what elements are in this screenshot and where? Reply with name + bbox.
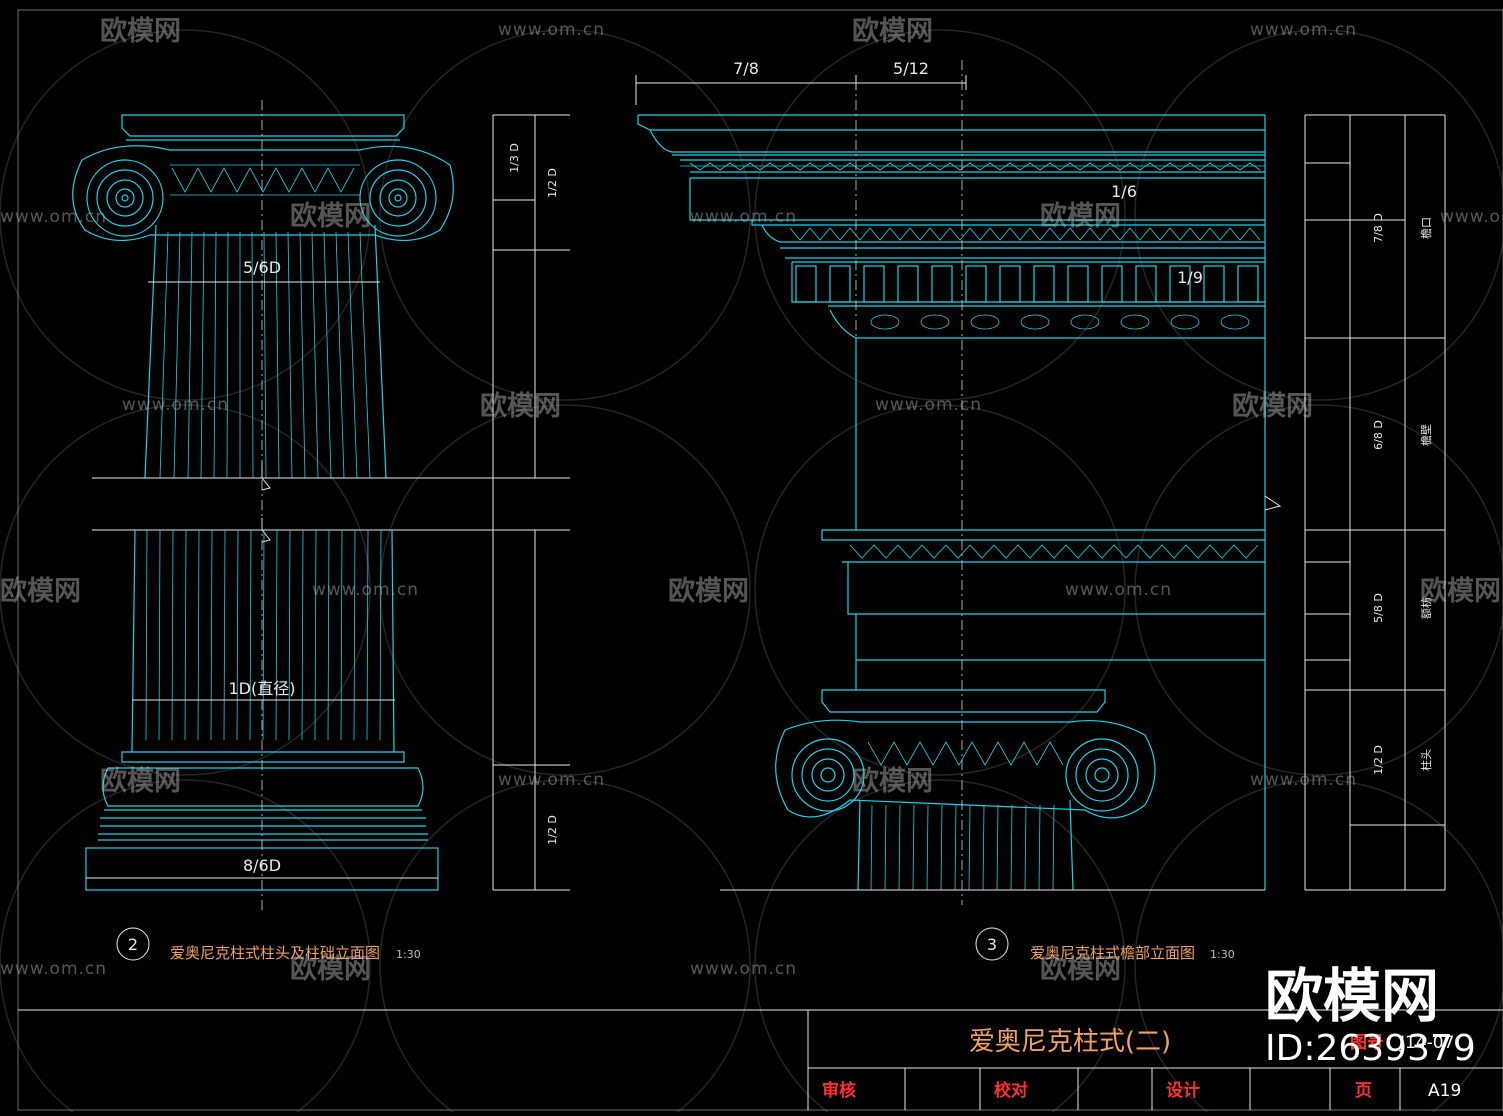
dim-top2: 5/12 — [893, 59, 929, 78]
watermark-brand: 欧模网 — [1420, 576, 1501, 607]
watermark-brand: 欧模网 — [290, 954, 371, 985]
table-dim-1: 7/8 D — [1372, 213, 1385, 243]
caption-left: 爱奥尼克柱式柱头及柱础立面图 — [170, 944, 380, 962]
watermark-brand: 欧模网 — [668, 576, 749, 607]
dim-base: 8/6D — [243, 856, 281, 875]
dim-d1: 1/6 — [1111, 182, 1137, 201]
watermark-url: www.om.cn — [1065, 580, 1172, 600]
dim-d2: 1/9 — [1177, 268, 1203, 287]
watermark-brand: 欧模网 — [852, 766, 933, 797]
table-label-1: 檐口 — [1419, 217, 1433, 239]
dim-shaft-top: 5/6D — [243, 258, 281, 277]
big-brand-watermark: 欧模网 — [1265, 962, 1439, 1030]
watermark-url: www.om.cn — [690, 959, 797, 979]
sheet-border — [17, 9, 1503, 1111]
dim-top1: 7/8 — [733, 59, 759, 78]
watermark-url: www.om.cn — [1250, 20, 1357, 40]
ye-label: 页 — [1355, 1081, 1372, 1101]
detail-marker-right — [975, 927, 1009, 961]
watermark-url: www.om.cn — [1440, 207, 1503, 227]
dim-diameter: 1D(直径) — [229, 679, 296, 698]
sheji-label: 设计 — [1166, 1080, 1200, 1101]
shenhe-label: 审核 — [822, 1080, 856, 1101]
watermark-url: www.om.cn — [498, 20, 605, 40]
table-label-3: 额枋 — [1419, 597, 1433, 619]
watermark-brand: 欧模网 — [1232, 391, 1313, 422]
right-dimension-table — [1304, 114, 1446, 891]
table-dim-4: 1/2 D — [1372, 745, 1385, 775]
watermark-url: www.om.cn — [690, 207, 797, 227]
watermark-brand: 欧模网 — [290, 201, 371, 232]
watermark-brand: 欧模网 — [0, 576, 81, 607]
watermark-brand: 欧模网 — [480, 391, 561, 422]
table-dim-3: 5/8 D — [1372, 593, 1385, 623]
dim-v2: 1/2 D — [546, 168, 559, 198]
table-label-2: 檐壁 — [1419, 424, 1433, 446]
table-dim-2: 6/8 D — [1372, 420, 1385, 450]
dim-v3: 1/2 D — [546, 815, 559, 845]
table-label-4: 柱头 — [1419, 749, 1433, 771]
detail-number-left: 2 — [128, 935, 138, 954]
title-block — [18, 1009, 1503, 1110]
watermark-url: www.om.cn — [122, 395, 229, 415]
watermark-url: www.om.cn — [1250, 770, 1357, 790]
drawing-title: 爱奥尼克柱式(二) — [969, 1027, 1171, 1057]
watermark-brand: 欧模网 — [1040, 954, 1121, 985]
drawing-code: J14-07 — [1399, 1033, 1454, 1053]
dim-v1: 1/3 D — [508, 143, 521, 173]
watermark-url: www.om.cn — [498, 770, 605, 790]
watermark-brand: 欧模网 — [852, 16, 933, 47]
watermark-brand: 欧模网 — [100, 16, 181, 47]
id-watermark: ID:2639379 — [1265, 1028, 1476, 1069]
page-number: A19 — [1428, 1081, 1461, 1101]
caption-right: 爱奥尼克柱式檐部立面图 — [1030, 944, 1195, 962]
right-entablature-elevation — [635, 60, 1282, 905]
detail-number-right: 3 — [987, 935, 997, 954]
left-dimension-strip — [492, 114, 570, 891]
scale-left: 1:30 — [396, 948, 421, 961]
watermark-brand: 欧模网 — [1040, 201, 1121, 232]
left-column-elevation — [72, 100, 570, 910]
watermark-url: www.om.cn — [875, 395, 982, 415]
jiaodui-label: 校对 — [994, 1080, 1028, 1101]
watermark-circles — [0, 29, 1503, 1116]
watermark-url: www.om.cn — [0, 959, 107, 979]
scale-right: 1:30 — [1210, 948, 1235, 961]
watermark-url: www.om.cn — [0, 207, 107, 227]
drawing-code-label: 图号 — [1350, 1033, 1384, 1053]
watermark-layer: 欧模网 www.om.cn 欧模网 www.om.cn www.om.cn 欧模… — [0, 16, 1503, 985]
watermark-url: www.om.cn — [312, 580, 419, 600]
watermark-brand: 欧模网 — [100, 766, 181, 797]
detail-marker-left — [116, 927, 150, 961]
